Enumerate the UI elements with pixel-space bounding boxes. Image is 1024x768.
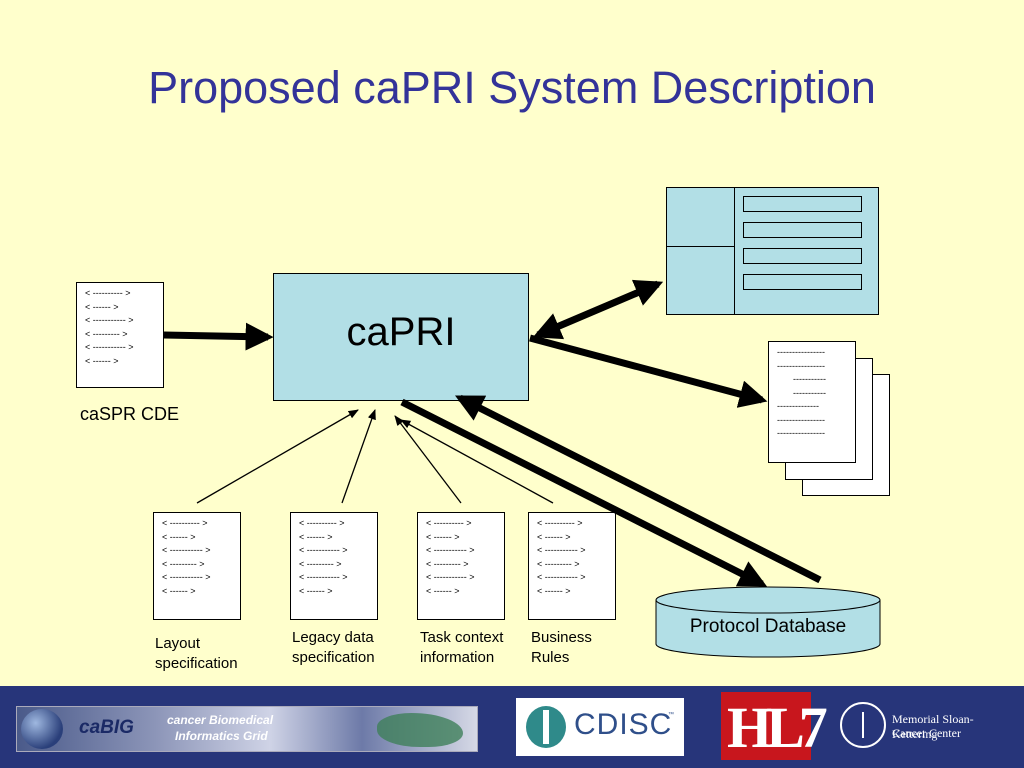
doc-line: < ----------- >: [85, 315, 134, 325]
report-line: ----------------: [777, 347, 825, 357]
doc-line: < ----------- >: [85, 342, 134, 352]
doc-line: < ------ >: [537, 531, 571, 542]
protocol-database-label: Protocol Database: [689, 616, 847, 637]
cabig-tagline: cancer Biomedical: [167, 713, 274, 727]
doc-line: < ------ >: [85, 355, 119, 366]
capri-box: caPRI: [273, 273, 529, 401]
doc-line: < ---------- >: [299, 518, 345, 528]
map-icon: [377, 713, 463, 747]
doc-line: < ---------- >: [426, 518, 472, 528]
doc-line: < ------ >: [537, 585, 571, 596]
arrow-task-to-capri: [394, 415, 462, 504]
doc-line: < ------ >: [85, 301, 119, 312]
legacy-data-label: Legacy data specification: [292, 629, 375, 666]
business-rules-document: < ---------- > < ------ > < ----------- …: [528, 512, 616, 620]
form-divider: [667, 246, 734, 247]
business-rules-label: Business Rules: [531, 629, 592, 666]
layout-spec-label: Layout specification: [155, 635, 238, 672]
form-mockup: [666, 187, 879, 315]
doc-line: < ----------- >: [537, 545, 586, 555]
doc-line: < ------ >: [162, 531, 196, 542]
doc-line: < ------ >: [162, 585, 196, 596]
arrow-capri-to-database: [400, 398, 767, 588]
doc-line: < ----------- >: [162, 572, 211, 582]
caspr-cde-label: caSPR CDE: [80, 404, 180, 424]
doc-line: < ----------- >: [426, 572, 475, 582]
cabig-brand: caBIG: [79, 717, 134, 738]
doc-line: < ---------- >: [85, 288, 131, 298]
cdisc-text: CDISC: [574, 708, 673, 741]
cabig-logo: caBIG cancer Biomedical Informatics Grid: [16, 706, 478, 752]
doc-line: < ------ >: [426, 585, 460, 596]
form-field: [743, 196, 862, 212]
cdisc-logo: CDISC ™: [516, 698, 684, 756]
form-field: [743, 274, 862, 290]
cdisc-mark-icon: [526, 706, 566, 748]
task-context-label: Task context information: [420, 629, 504, 666]
arrow-rules-to-capri: [400, 419, 554, 504]
protocol-database-cylinder: [655, 586, 881, 658]
caspr-cde-document: < ---------- > < ------ > < ----------- …: [76, 282, 164, 388]
doc-line: < ----------- >: [162, 545, 211, 555]
msk-seal-icon: [840, 702, 886, 748]
hl7-text: HL7: [727, 695, 828, 760]
layout-spec-document: < ---------- > < ------ > < ----------- …: [153, 512, 241, 620]
cabig-tagline: Informatics Grid: [175, 729, 268, 743]
report-line: --------------: [777, 401, 819, 411]
arrow-legacy-to-capri: [341, 409, 376, 504]
doc-line: < --------- >: [85, 328, 128, 339]
arrow-caspr-to-capri: [163, 322, 274, 351]
doc-line: < ------ >: [299, 585, 333, 596]
legacy-data-document: < ---------- > < ------ > < ----------- …: [290, 512, 378, 620]
report-line: ----------------: [777, 414, 825, 425]
form-field: [743, 222, 862, 238]
doc-line: < ----------- >: [426, 545, 475, 555]
msk-logo: Memorial Sloan-Kettering Cancer Center: [840, 698, 1010, 756]
doc-line: < --------- >: [537, 558, 580, 569]
arrow-layout-to-capri: [196, 409, 359, 504]
doc-line: < ------ >: [426, 531, 460, 542]
report-line: -----------: [793, 387, 826, 398]
msk-name: Cancer Center: [892, 726, 961, 740]
capri-label: caPRI: [346, 309, 456, 354]
globe-icon: [21, 709, 63, 749]
doc-line: < ----------- >: [299, 545, 348, 555]
doc-line: < ---------- >: [162, 518, 208, 528]
doc-line: < ----------- >: [299, 572, 348, 582]
form-label-column: [667, 188, 735, 314]
arrow-capri-to-reports: [529, 334, 768, 408]
arrow-database-to-capri: [455, 394, 822, 584]
report-page-front: ---------------- ---------------- ------…: [768, 341, 856, 463]
doc-line: < --------- >: [162, 558, 205, 569]
doc-line: < ---------- >: [537, 518, 583, 528]
trademark-icon: ™: [668, 712, 674, 718]
arrow-capri-form: [532, 279, 664, 340]
hl7-logo: HL7: [721, 692, 828, 760]
doc-line: < --------- >: [299, 558, 342, 569]
form-field: [743, 248, 862, 264]
doc-line: < ------ >: [299, 531, 333, 542]
report-line: ----------------: [777, 428, 825, 438]
report-line: -----------: [793, 374, 826, 384]
doc-line: < --------- >: [426, 558, 469, 569]
msk-name: Memorial Sloan-Kettering: [892, 712, 974, 741]
slide-title: Proposed caPRI System Description: [148, 62, 876, 113]
report-line: ----------------: [777, 360, 825, 371]
task-context-document: < ---------- > < ------ > < ----------- …: [417, 512, 505, 620]
doc-line: < ----------- >: [537, 572, 586, 582]
